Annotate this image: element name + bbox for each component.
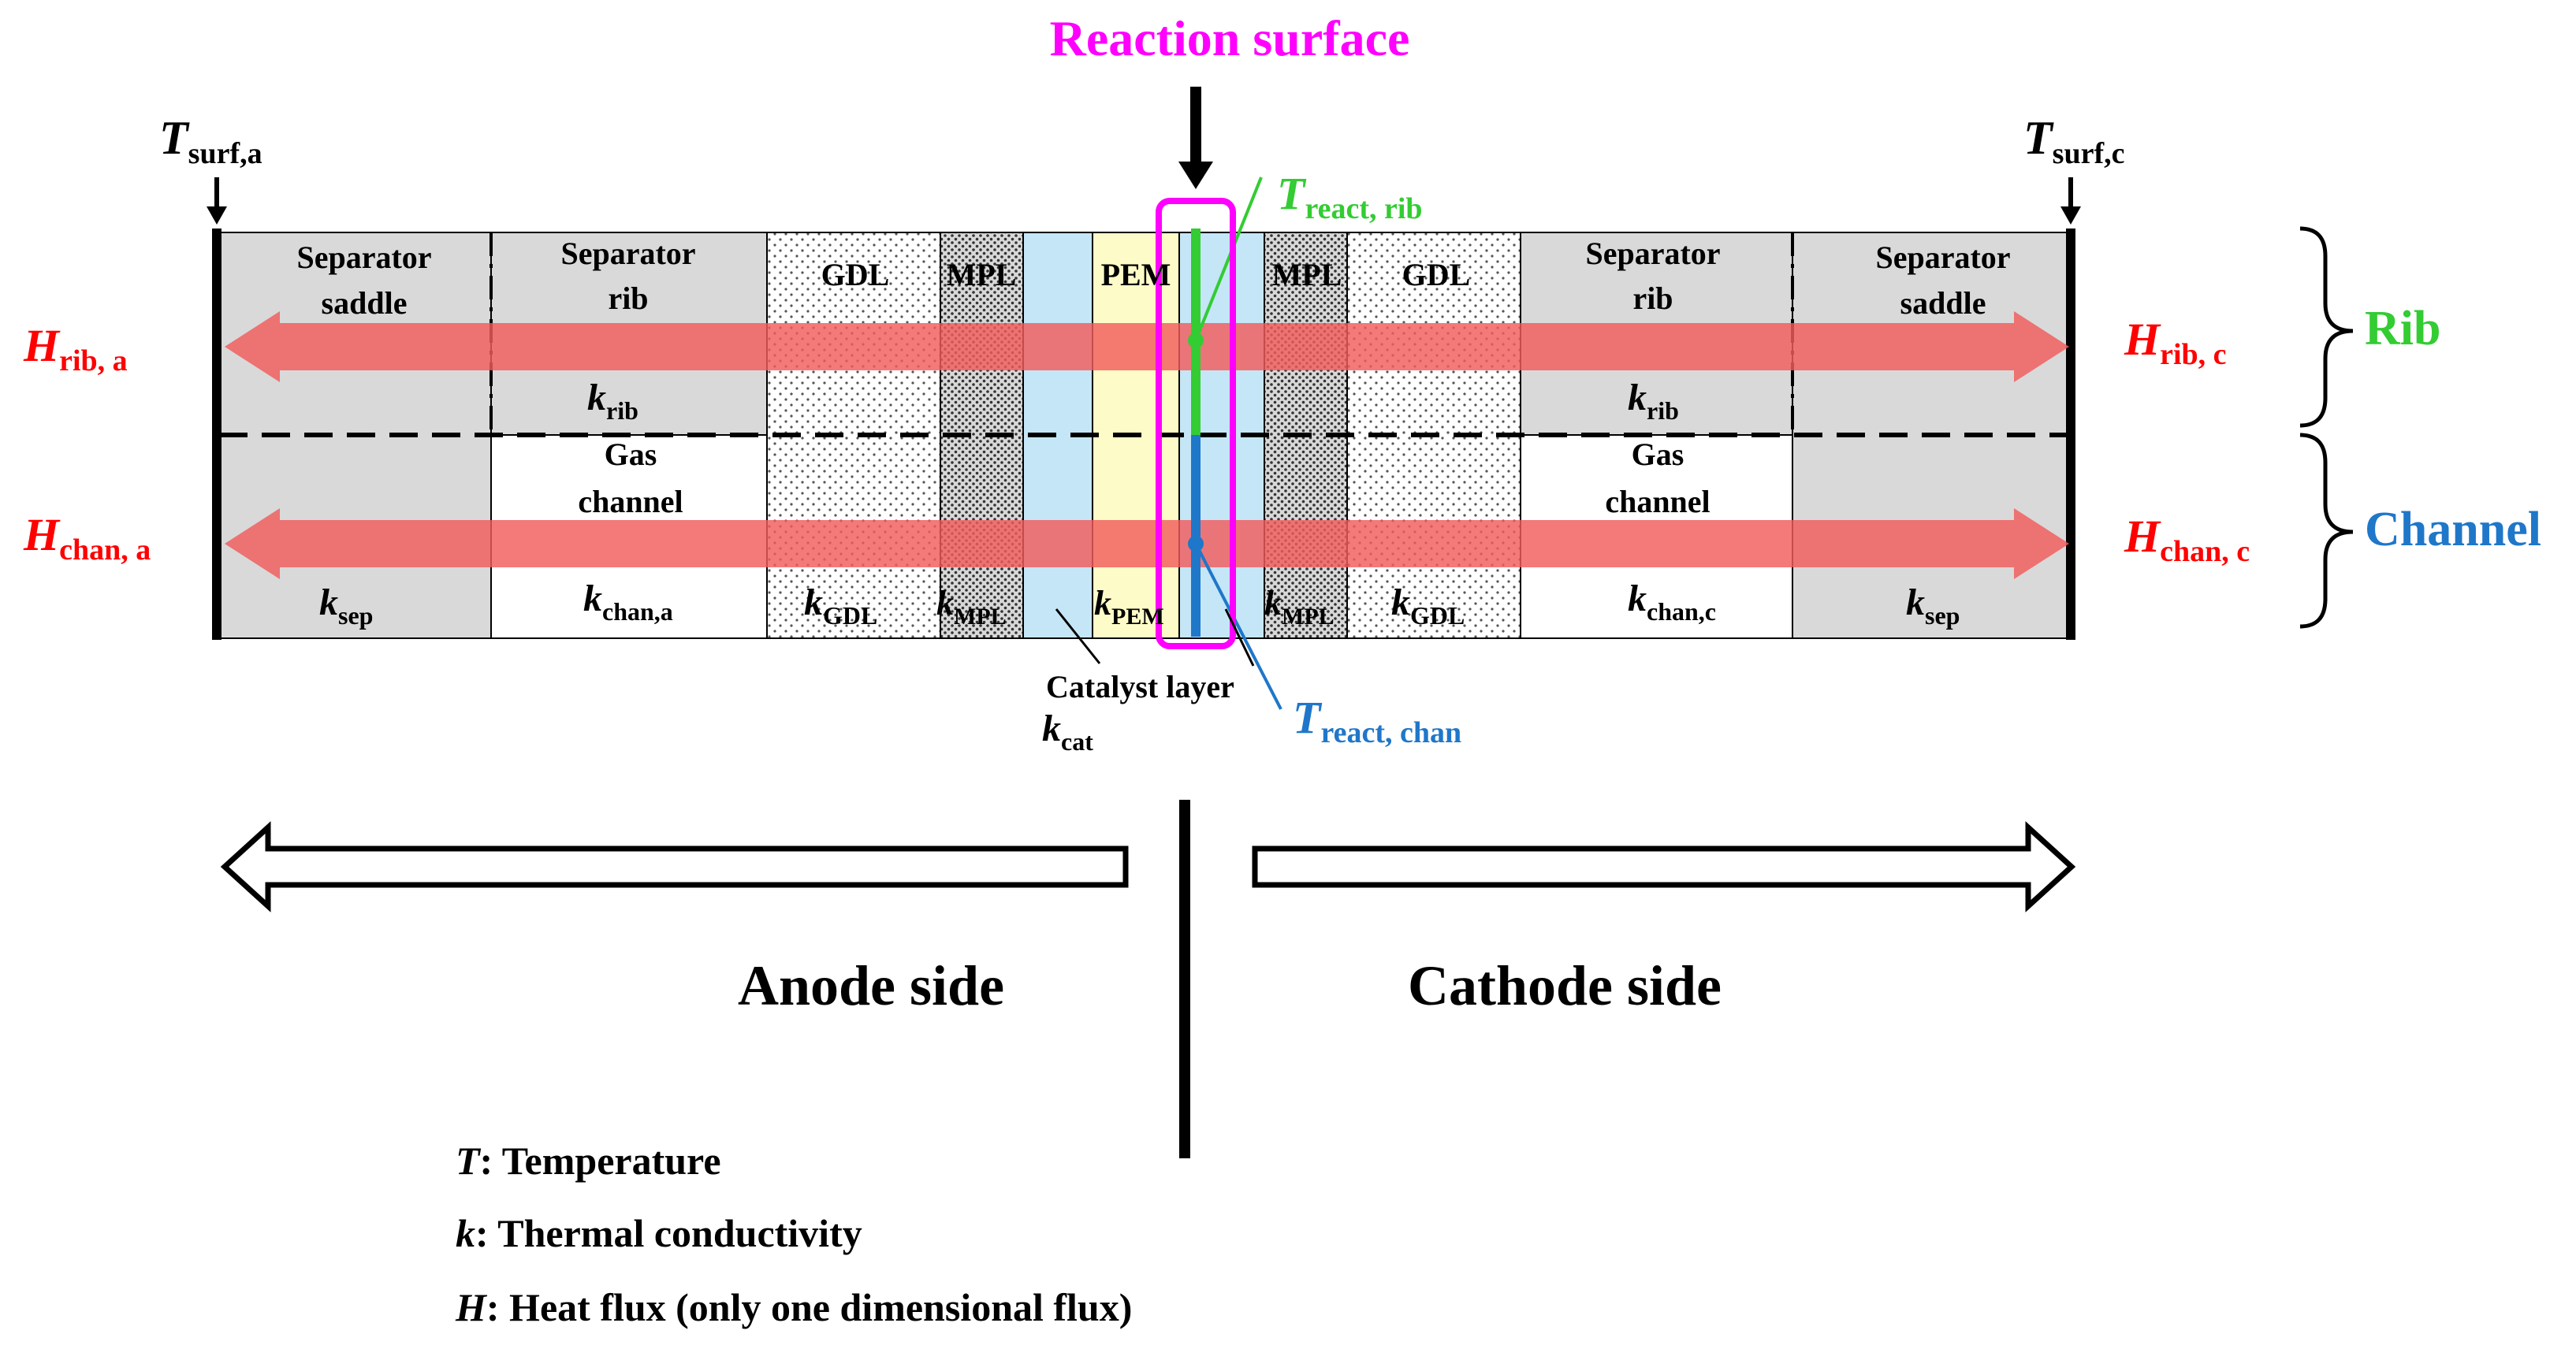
label-separator-rib-cathode-1: Separator	[1585, 236, 1720, 271]
label-separator-rib-anode-1: Separator	[560, 236, 695, 271]
rib-bracket-label: Rib	[2365, 302, 2440, 355]
cathode-side-label: Cathode side	[1408, 954, 1722, 1017]
heat-flux-arrow-rib	[225, 311, 2069, 382]
t-surf-cathode-arrow-head	[2060, 206, 2081, 225]
heat-flux-arrow-channel	[225, 508, 2069, 579]
h-chan-cathode-label: Hchan, c	[2124, 511, 2250, 568]
label-gdl-cathode: GDL	[1402, 257, 1471, 292]
t-react-chan-leader	[1194, 543, 1282, 710]
label-separator-rib-cathode-2: rib	[1632, 281, 1673, 316]
t-react-rib-leader	[1194, 177, 1263, 341]
k-sep-cathode-label: ksep	[1906, 582, 1960, 630]
t-react-chan-label: Treact, chan	[1293, 692, 1461, 749]
channel-bracket-label: Channel	[2365, 503, 2541, 556]
label-gas-channel-cathode-2: channel	[1605, 484, 1710, 519]
diagram-title: Reaction surface	[1050, 10, 1410, 66]
catalyst-leader-anode	[1055, 608, 1101, 664]
h-rib-cathode-label: Hrib, c	[2124, 314, 2227, 371]
k-chan-anode-label: kchan,a	[583, 578, 673, 626]
label-gas-channel-cathode-1: Gas	[1632, 437, 1684, 472]
label-pem: PEM	[1101, 257, 1171, 292]
k-pem-label: kPEM	[1094, 584, 1164, 630]
catalyst-layer-label: Catalyst layer	[1046, 669, 1234, 704]
k-cat-label: kcat	[1042, 708, 1093, 756]
t-surf-cathode-label: Tsurf,c	[2023, 112, 2124, 170]
label-separator-saddle-anode-2: saddle	[322, 285, 408, 321]
t-react-rib-label: Treact, rib	[1277, 168, 1423, 225]
label-gas-channel-anode-2: channel	[578, 484, 683, 519]
rib-bracket	[2299, 226, 2354, 428]
k-gdl-anode-label: kGDL	[804, 582, 877, 630]
label-gdl-anode: GDL	[821, 257, 890, 292]
k-gdl-cathode-label: kGDL	[1391, 582, 1465, 630]
catalyst-leader-cathode	[1224, 608, 1255, 667]
k-mpl-cathode-label: kMPL	[1264, 584, 1335, 630]
label-separator-saddle-cathode-2: saddle	[1900, 285, 1986, 321]
h-rib-anode-label: Hrib, a	[23, 320, 128, 377]
label-separator-rib-anode-2: rib	[608, 281, 648, 316]
k-chan-cathode-label: kchan,c	[1628, 578, 1716, 626]
anode-side-label: Anode side	[738, 954, 1004, 1017]
legend-thermal-conductivity: k: Thermal conductivity	[456, 1211, 862, 1255]
t-surf-anode-arrow-head	[207, 206, 227, 225]
channel-bracket	[2299, 433, 2354, 629]
legend-temperature: T: Temperature	[456, 1139, 721, 1183]
cathode-side-arrow	[1252, 821, 2076, 912]
t-surf-anode-label: Tsurf,a	[159, 112, 262, 170]
k-mpl-anode-label: kMPL	[936, 584, 1007, 630]
label-gas-channel-anode-1: Gas	[605, 437, 657, 472]
label-separator-saddle-cathode-1: Separator	[1875, 240, 2010, 275]
label-separator-saddle-anode-1: Separator	[296, 240, 431, 275]
k-rib-anode-label: krib	[587, 377, 638, 425]
k-rib-cathode-label: krib	[1628, 377, 1679, 425]
reaction-surface-arrow-head	[1178, 162, 1213, 189]
label-mpl-cathode: MPL	[1272, 257, 1342, 292]
anode-side-arrow	[220, 821, 1129, 912]
h-chan-anode-label: Hchan, a	[23, 509, 151, 567]
reaction-surface-box	[1156, 198, 1236, 649]
legend-heat-flux: H: Heat flux (only one dimensional flux)	[455, 1285, 1132, 1329]
k-sep-anode-label: ksep	[319, 582, 373, 630]
label-mpl-anode: MPL	[947, 257, 1017, 292]
